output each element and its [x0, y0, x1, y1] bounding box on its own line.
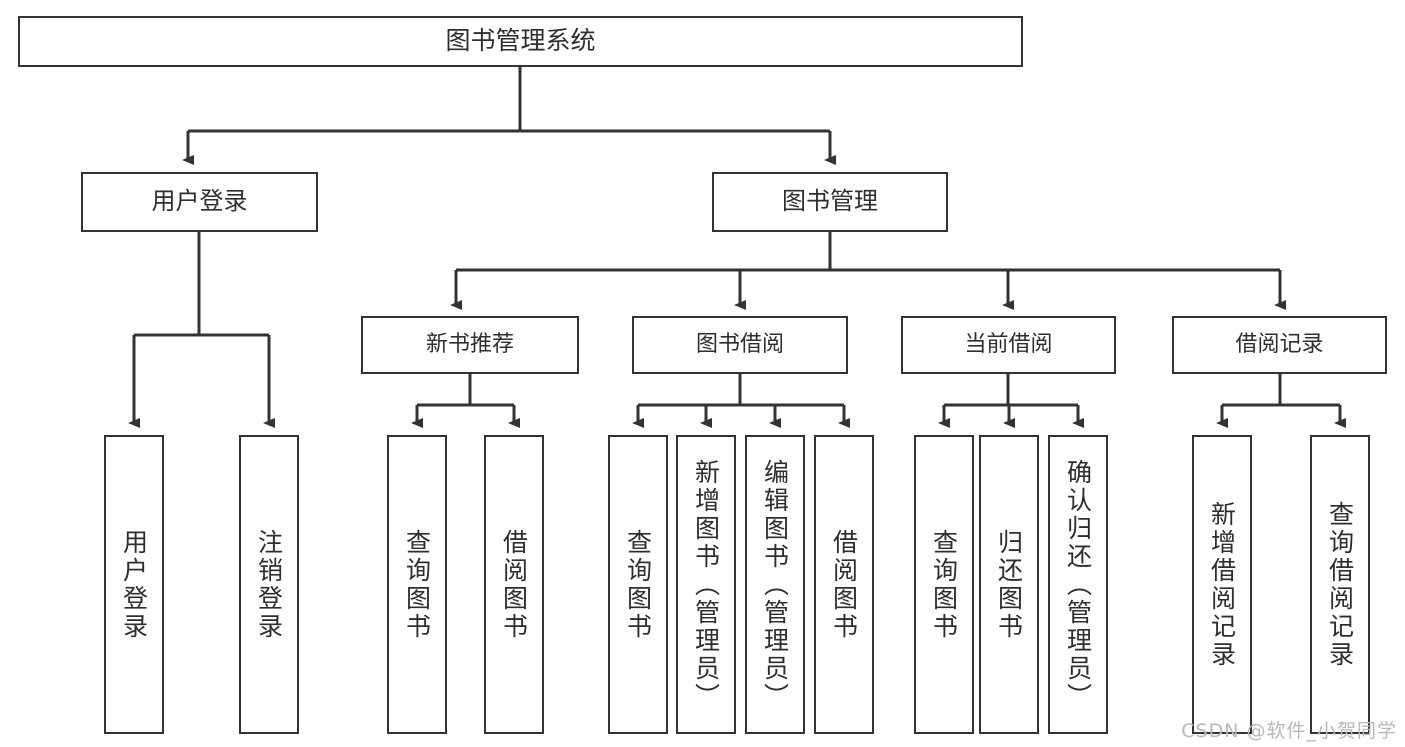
csdn-watermark: CSDN @软件_小贺同学 [1181, 720, 1397, 742]
leaf-user-login-logout[interactable]: 注销登录 [239, 435, 299, 734]
node-label: 编辑图书（管理员） [760, 458, 790, 711]
node-book-management[interactable]: 图书管理 [712, 172, 948, 232]
node-label: 借阅图书 [829, 528, 859, 641]
node-new-book-recommend[interactable]: 新书推荐 [361, 316, 579, 374]
leaf-borrow-add-book-admin[interactable]: 新增图书（管理员） [676, 435, 736, 734]
leaf-borrow-query-book[interactable]: 查询图书 [608, 435, 668, 734]
node-label: 当前借阅 [964, 332, 1053, 358]
node-label: 借阅记录 [1235, 332, 1324, 358]
node-label: 查询图书 [402, 528, 432, 641]
node-label: 注销登录 [254, 528, 284, 641]
node-current-borrow[interactable]: 当前借阅 [901, 316, 1116, 374]
leaf-current-return-book[interactable]: 归还图书 [979, 435, 1039, 734]
leaf-recommend-query-book[interactable]: 查询图书 [387, 435, 447, 734]
leaf-record-query-record[interactable]: 查询借阅记录 [1310, 435, 1370, 734]
leaf-record-add-record[interactable]: 新增借阅记录 [1192, 435, 1252, 734]
node-label: 新增图书（管理员） [691, 458, 721, 711]
leaf-recommend-borrow-book[interactable]: 借阅图书 [484, 435, 544, 734]
node-label: 新书推荐 [425, 332, 514, 358]
leaf-current-query-book[interactable]: 查询图书 [914, 435, 974, 734]
node-label: 用户登录 [151, 187, 248, 216]
node-root-system[interactable]: 图书管理系统 [18, 16, 1023, 67]
node-label: 查询借阅记录 [1325, 500, 1355, 669]
node-label: 确认归还（管理员） [1063, 458, 1093, 711]
node-borrow-record[interactable]: 借阅记录 [1172, 316, 1387, 374]
node-label: 图书管理系统 [445, 26, 596, 56]
leaf-borrow-borrow-book[interactable]: 借阅图书 [814, 435, 874, 734]
node-label: 归还图书 [994, 528, 1024, 641]
node-label: 图书借阅 [695, 332, 784, 358]
node-label: 图书管理 [782, 187, 878, 216]
node-label: 新增借阅记录 [1207, 500, 1237, 669]
leaf-current-confirm-return-admin[interactable]: 确认归还（管理员） [1048, 435, 1108, 734]
leaf-user-login-login[interactable]: 用户登录 [104, 435, 164, 734]
node-label: 查询图书 [623, 528, 653, 641]
node-label: 借阅图书 [499, 528, 529, 641]
node-book-borrow[interactable]: 图书借阅 [632, 316, 848, 374]
node-user-login[interactable]: 用户登录 [81, 172, 318, 232]
leaf-borrow-edit-book-admin[interactable]: 编辑图书（管理员） [745, 435, 805, 734]
node-label: 用户登录 [119, 528, 149, 641]
node-label: 查询图书 [929, 528, 959, 641]
